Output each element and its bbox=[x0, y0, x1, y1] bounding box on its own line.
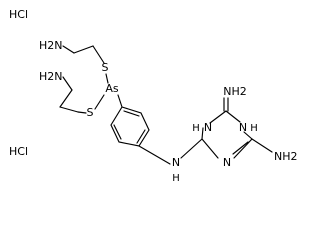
amine-label-upper: H2N bbox=[39, 39, 63, 52]
bond-c-c-upper bbox=[73, 45, 94, 54]
bond-as-phenyl bbox=[117, 94, 123, 108]
chemical-structure-diagram: HCl HCl H2N S As H2N S N H N H N H N NH2… bbox=[9, 8, 298, 184]
arsenic-label: As bbox=[105, 82, 119, 95]
linker-hydrogen-label: H bbox=[172, 173, 180, 184]
phenyl-double-bond-1 bbox=[123, 110, 140, 117]
phenyl-double-bond-3 bbox=[113, 124, 122, 140]
triazine-nitrogen-right-label: N bbox=[239, 121, 247, 134]
amine-label-top: NH2 bbox=[223, 85, 247, 98]
bond-c-s-upper bbox=[92, 45, 105, 64]
amine-label-right: NH2 bbox=[274, 150, 298, 163]
bond-nh-triazine bbox=[180, 138, 203, 159]
bond-s-as-upper bbox=[105, 73, 109, 84]
sulfur-label-upper: S bbox=[102, 61, 109, 74]
triazine-bond-2 bbox=[209, 110, 227, 124]
triazine-double-bond bbox=[232, 141, 249, 155]
triazine-bond-5 bbox=[233, 138, 253, 159]
bond-n-c-upper bbox=[62, 45, 75, 54]
hcl-label-bottom: HCl bbox=[9, 145, 28, 158]
bond-c-s-lower bbox=[77, 111, 87, 114]
triazine-bond-4 bbox=[243, 131, 253, 140]
triazine-nitrogen-left-label: N bbox=[204, 121, 212, 134]
bond-c-c-lower bbox=[59, 89, 73, 108]
bond-c-nh2-right bbox=[251, 138, 273, 153]
triazine-bond-3 bbox=[225, 110, 241, 123]
bond-phenyl-nh bbox=[138, 145, 171, 165]
bond-c-c2-lower bbox=[59, 106, 79, 113]
triazine-bond-6 bbox=[201, 138, 219, 159]
bond-s-as-lower bbox=[94, 94, 105, 110]
amine-label-lower: H2N bbox=[39, 70, 63, 83]
hcl-label-top: HCl bbox=[9, 8, 28, 21]
triazine-hydrogen-left-label: H bbox=[192, 123, 200, 134]
linker-nitrogen-label: N bbox=[172, 156, 180, 169]
sulfur-label-lower: S bbox=[87, 106, 94, 119]
triazine-bond-1 bbox=[201, 127, 204, 140]
phenyl-double-bond-2 bbox=[136, 129, 146, 144]
triazine-nitrogen-bottom-label: N bbox=[223, 156, 231, 169]
triazine-hydrogen-right-label: H bbox=[250, 123, 258, 134]
bond-n-c-lower bbox=[62, 76, 73, 91]
